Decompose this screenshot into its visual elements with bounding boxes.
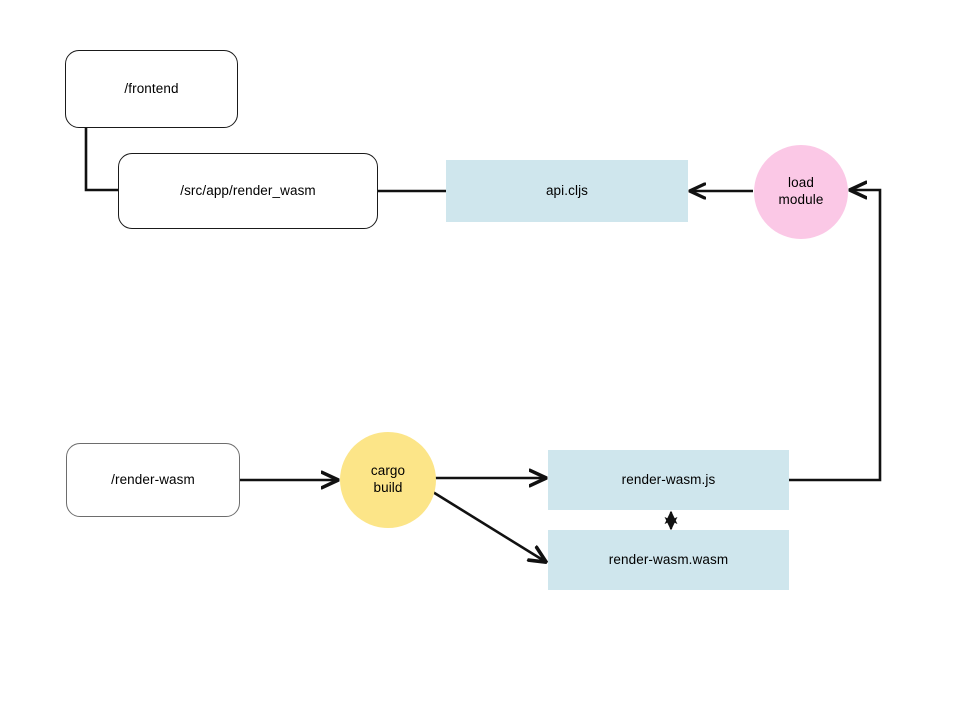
edge-cargo-to-wasm bbox=[427, 487, 546, 562]
node-frontend[interactable]: /frontend bbox=[65, 50, 238, 128]
node-cargo-build-label: cargo build bbox=[370, 463, 406, 495]
node-src-app-render-wasm-label: /src/app/render_wasm bbox=[180, 182, 316, 198]
node-render-wasm-dir[interactable]: /render-wasm bbox=[66, 443, 240, 517]
node-render-wasm-dir-label: /render-wasm bbox=[111, 471, 195, 487]
node-render-wasm-js[interactable]: render-wasm.js bbox=[548, 450, 789, 510]
node-api-cljs-label: api.cljs bbox=[545, 182, 589, 198]
node-cargo-build[interactable]: cargo build bbox=[340, 432, 436, 528]
node-api-cljs[interactable]: api.cljs bbox=[446, 160, 688, 222]
node-frontend-label: /frontend bbox=[124, 80, 179, 96]
node-render-wasm-wasm[interactable]: render-wasm.wasm bbox=[548, 530, 789, 590]
node-load-module[interactable]: load module bbox=[754, 145, 848, 239]
node-load-module-label: load module bbox=[778, 175, 824, 207]
node-render-wasm-wasm-label: render-wasm.wasm bbox=[608, 551, 729, 567]
node-render-wasm-js-label: render-wasm.js bbox=[621, 471, 716, 487]
node-src-app-render-wasm[interactable]: /src/app/render_wasm bbox=[118, 153, 378, 229]
edge-frontend-to-src bbox=[84, 128, 119, 192]
